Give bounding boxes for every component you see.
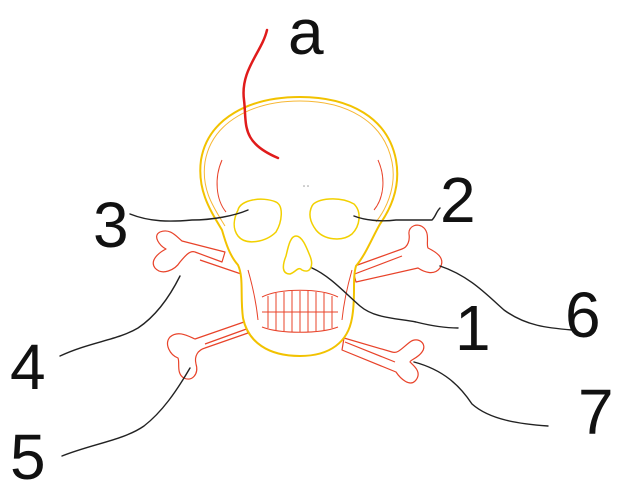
speck	[307, 185, 309, 187]
speck	[303, 185, 305, 187]
label-3: 3	[93, 193, 129, 257]
label-4: 4	[10, 335, 46, 399]
leader-line-7	[414, 362, 548, 426]
bone-end-lower-left	[168, 322, 248, 379]
bone-end-upper-left	[153, 231, 225, 272]
leader-line-5	[62, 368, 190, 456]
label-7: 7	[578, 380, 614, 444]
label-2: 2	[440, 168, 476, 232]
label-1: 1	[455, 296, 491, 360]
leader-line-4	[60, 276, 180, 356]
skull	[200, 97, 397, 356]
skull-outline	[200, 97, 397, 356]
label-6: 6	[565, 283, 601, 347]
bone-end-lower-right	[342, 338, 424, 383]
label-5: 5	[10, 425, 46, 489]
label-a: a	[288, 0, 324, 64]
